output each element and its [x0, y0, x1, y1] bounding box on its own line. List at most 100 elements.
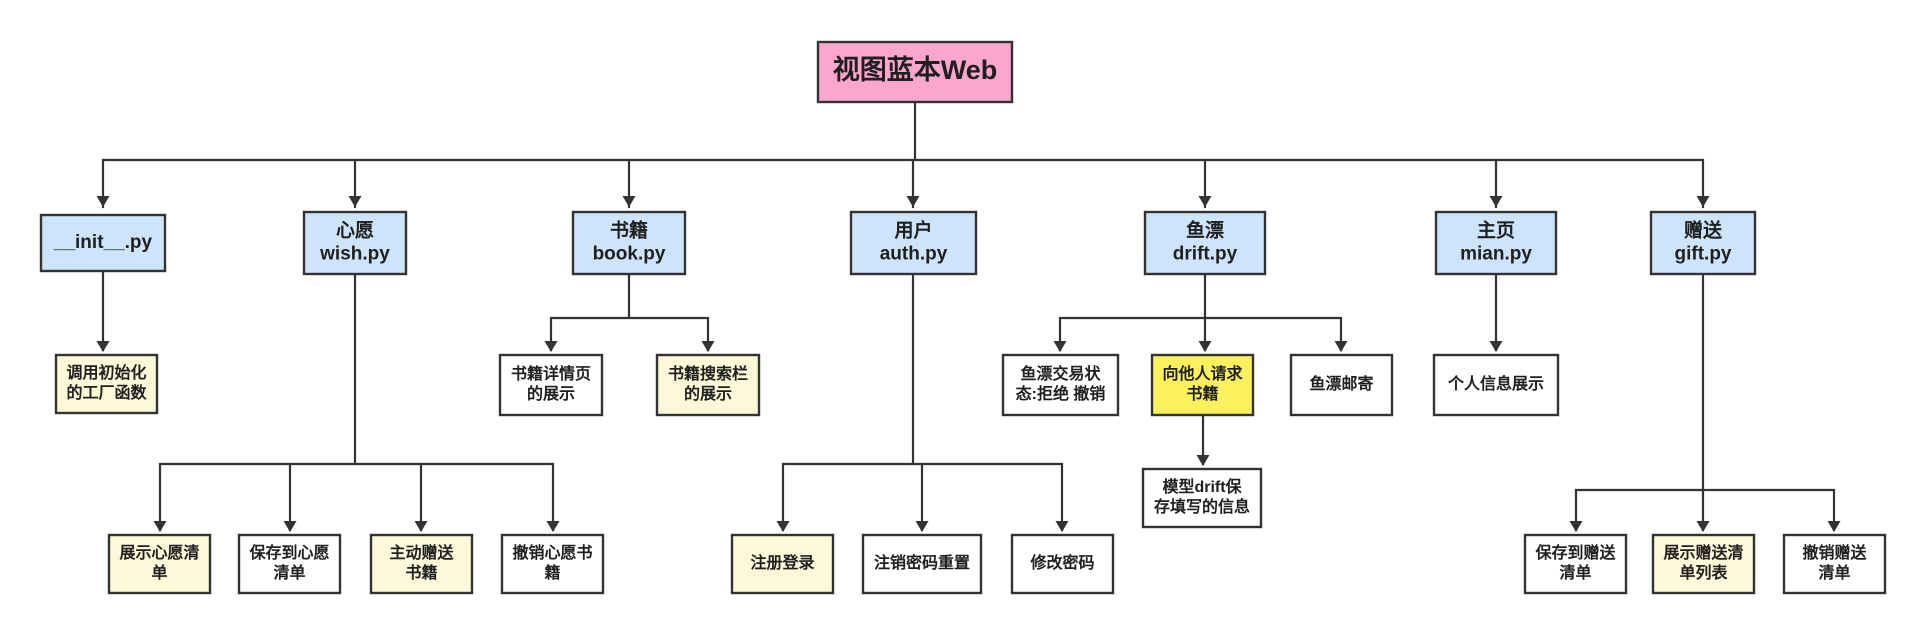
arrowhead-tip-wish-save	[283, 521, 297, 532]
node-label-gift-save-line1: 保存到赠送	[1534, 543, 1616, 562]
node-label-init-factory-line1: 调用初始化	[66, 363, 146, 382]
node-box-wish-save[interactable]	[237, 533, 342, 595]
node-label-wish-line1: 心愿	[336, 220, 374, 242]
node-label-book-detail-line2: 的展示	[527, 384, 575, 403]
node-box-book-detail[interactable]	[498, 353, 604, 417]
arrowhead-tip-gift-show	[1696, 521, 1710, 532]
node-label-gift-line2: gift.py	[1675, 244, 1732, 265]
node-box-gift[interactable]	[1649, 210, 1757, 276]
node-label-mian-profile-line1: 个人信息展示	[1447, 374, 1544, 393]
node-label-gift-show-line1: 展示赠送清	[1663, 543, 1743, 562]
node-mian-profile[interactable]: 个人信息展示	[1432, 353, 1560, 417]
connector-drift-bus	[1058, 272, 1343, 352]
node-box-gift-cancel[interactable]	[1782, 533, 1887, 595]
node-box-drift[interactable]	[1143, 210, 1267, 276]
arrowhead-tip-book-search	[701, 341, 715, 352]
node-box-auth[interactable]	[849, 210, 978, 276]
connector-gift-bus	[1574, 272, 1836, 532]
node-label-gift-cancel-line1: 撤销赠送	[1802, 543, 1867, 562]
node-box-drift-mail[interactable]	[1289, 353, 1394, 417]
node-label-auth-reset-line1: 注销密码重置	[874, 553, 970, 572]
node-label-auth-change-line1: 修改密码	[1029, 553, 1094, 572]
arrowhead-tip-wish-show	[153, 521, 167, 532]
arrowhead-tip-wish-mod	[348, 196, 362, 207]
node-label-drift-mail-line1: 鱼漂邮寄	[1309, 374, 1373, 393]
node-label-book-line2: book.py	[593, 244, 666, 265]
arrowhead-tip-drift-status	[1053, 341, 1067, 352]
node-label-wish-cancel-line2: 籍	[544, 563, 560, 582]
node-box-gift-save[interactable]	[1523, 533, 1628, 595]
node-box-init-factory[interactable]	[54, 353, 159, 415]
arrowhead-tip-gift-mod	[1696, 196, 1710, 207]
node-auth-change[interactable]: 修改密码	[1010, 533, 1115, 595]
node-init[interactable]: __init__.py	[39, 213, 167, 273]
node-auth-reset[interactable]: 注销密码重置	[861, 533, 983, 595]
node-box-mian[interactable]	[1434, 210, 1558, 276]
node-box-root[interactable]	[816, 40, 1014, 104]
arrowhead-tip-mian-mod	[1489, 196, 1503, 207]
node-box-gift-show[interactable]	[1651, 533, 1756, 595]
node-label-gift-line1: 赠送	[1684, 219, 1723, 242]
arrow-layer	[96, 196, 1841, 532]
node-box-wish[interactable]	[302, 210, 408, 276]
node-label-drift-request-line2: 书籍	[1186, 384, 1218, 403]
arrowhead-tip-mian-profile	[1489, 341, 1503, 352]
node-box-init[interactable]	[39, 213, 167, 273]
node-label-gift-cancel-line2: 清单	[1818, 563, 1850, 582]
node-box-drift-request[interactable]	[1150, 353, 1255, 417]
node-label-drift-line2: drift.py	[1173, 244, 1238, 265]
node-auth-register[interactable]: 注册登录	[730, 533, 835, 595]
node-label-book-search-line1: 书籍搜索栏	[668, 364, 748, 383]
node-label-wish-list-show-line2: 单	[151, 563, 167, 582]
arrowhead-tip-init-mod	[96, 196, 110, 207]
arrowhead-tip-drift-mod	[1198, 196, 1212, 207]
arrowhead-tip-wish-cancel	[546, 521, 560, 532]
node-box-auth-reset[interactable]	[861, 533, 983, 595]
node-box-auth-change[interactable]	[1010, 533, 1115, 595]
arrowhead-tip-book-detail	[544, 341, 558, 352]
node-label-auth-register-line1: 注册登录	[750, 553, 814, 572]
node-box-drift-status[interactable]	[1001, 353, 1120, 417]
node-label-wish-gift-line1: 主动赠送	[389, 543, 454, 562]
node-box-book[interactable]	[571, 210, 687, 276]
node-box-wish-gift[interactable]	[369, 533, 474, 595]
node-box-wish-cancel[interactable]	[500, 533, 605, 595]
node-drift-mail[interactable]: 鱼漂邮寄	[1289, 353, 1394, 417]
node-root[interactable]: 视图蓝本Web	[816, 40, 1014, 104]
node-box-drift-model[interactable]	[1141, 467, 1263, 529]
connector-wish-bus	[158, 272, 555, 532]
node-label-book-detail-line1: 书籍详情页	[511, 364, 591, 383]
arrowhead-tip-gift-cancel	[1827, 521, 1841, 532]
node-box-book-search[interactable]	[655, 353, 761, 417]
node-box-auth-register[interactable]	[730, 533, 835, 595]
node-label-gift-show-line2: 单列表	[1679, 563, 1728, 582]
node-box-wish-list-show[interactable]	[107, 533, 212, 595]
node-label-wish-gift-line2: 书籍	[405, 563, 437, 582]
arrowhead-tip-book-mod	[622, 196, 636, 207]
arrowhead-tip-drift-req	[1198, 341, 1212, 352]
node-box-mian-profile[interactable]	[1432, 353, 1560, 417]
connector-root-bus	[101, 100, 1705, 209]
node-label-book-line1: 书籍	[610, 219, 648, 242]
node-label-auth-line1: 用户	[894, 219, 932, 242]
node-label-drift-model-line2: 存填写的信息	[1154, 497, 1250, 516]
